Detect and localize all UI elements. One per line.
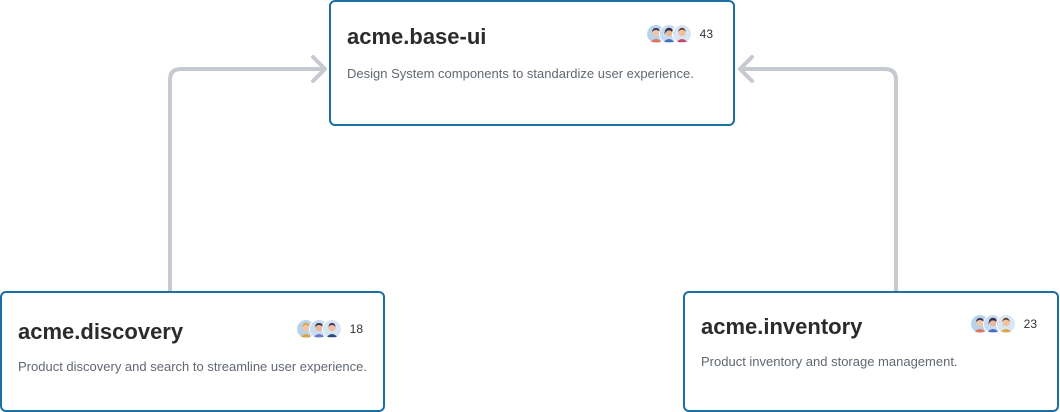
contributor-count: 43	[699, 27, 713, 41]
node-title[interactable]: acme.base-ui	[347, 24, 487, 49]
card-header: acme.inventory	[701, 308, 1041, 340]
avatar-stack	[645, 24, 692, 44]
node-title[interactable]: acme.discovery	[18, 319, 184, 344]
node-description: Product discovery and search to streamli…	[18, 359, 368, 374]
node-card-discovery[interactable]: acme.discovery	[0, 291, 385, 412]
node-card-base-ui[interactable]: acme.base-ui	[329, 0, 735, 126]
avatar-icon	[671, 24, 692, 44]
contributors[interactable]: 23	[969, 314, 1037, 334]
avatar-icon	[321, 319, 342, 339]
node-card-inventory[interactable]: acme.inventory	[683, 291, 1059, 412]
edge-discovery-to-base-ui	[168, 67, 326, 293]
contributor-count: 18	[349, 322, 363, 336]
contributors[interactable]: 43	[645, 24, 713, 44]
avatar-icon	[995, 314, 1016, 334]
contributors[interactable]: 18	[295, 319, 363, 339]
edge-inventory-to-base-ui	[739, 67, 898, 293]
node-title[interactable]: acme.inventory	[701, 314, 863, 339]
card-header: acme.discovery	[18, 313, 367, 345]
card-header: acme.base-ui	[347, 18, 717, 50]
node-description: Design System components to standardize …	[347, 66, 694, 81]
arrowhead-icon	[738, 55, 754, 83]
node-description: Product inventory and storage management…	[701, 354, 958, 369]
arrowhead-icon	[311, 55, 327, 83]
avatar-stack	[969, 314, 1016, 334]
avatar-stack	[295, 319, 342, 339]
contributor-count: 23	[1023, 317, 1037, 331]
